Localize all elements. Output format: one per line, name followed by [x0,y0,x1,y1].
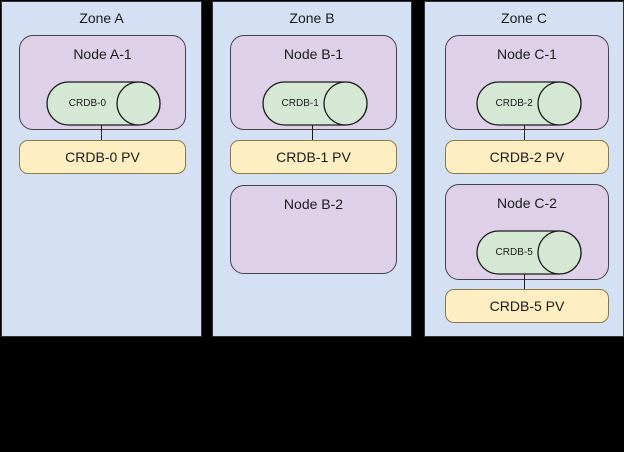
zone-b-title: Zone B [289,10,335,26]
pv-crdb-5-label: CRDB-5 PV [489,298,565,314]
node-b-1[interactable]: Node B-1 CRDB-1 [230,35,397,130]
node-b-2-title: Node B-2 [283,196,344,212]
database-label-crdb-2: CRDB-2 [495,98,533,109]
pv-crdb-5[interactable]: CRDB-5 PV [445,289,609,323]
node-b-1-title: Node B-1 [283,46,344,62]
zone-c-title: Zone C [501,10,547,26]
node-b-2[interactable]: Node B-2 [230,185,397,274]
zone-b[interactable]: Zone B Node B-1 CRDB-1 CRDB-1 PV Node B-… [212,1,412,337]
cylinder-icon [46,81,161,126]
database-label-crdb-1: CRDB-1 [281,98,319,109]
database-cylinder-crdb-5[interactable]: CRDB-5 [476,230,582,275]
pv-crdb-0-label: CRDB-0 PV [65,149,140,165]
connector-node-c-2-to-crdb-5-pv [524,274,525,290]
pv-crdb-0[interactable]: CRDB-0 PV [19,140,186,174]
pv-crdb-1-label: CRDB-1 PV [276,149,351,165]
database-cylinder-crdb-1[interactable]: CRDB-1 [262,81,368,126]
cylinder-icon [262,81,368,126]
node-c-2[interactable]: Node C-2 CRDB-5 [445,184,609,280]
database-cylinder-crdb-2[interactable]: CRDB-2 [476,81,582,126]
node-c-1-title: Node C-1 [497,46,557,62]
connector-node-b-1-to-crdb-1-pv [312,125,313,143]
node-a-1[interactable]: Node A-1 CRDB-0 [19,35,186,130]
node-c-1[interactable]: Node C-1 CRDB-2 [445,35,609,130]
cylinder-icon [476,230,582,275]
database-cylinder-crdb-0[interactable]: CRDB-0 [46,81,161,126]
zone-a-title: Zone A [79,10,124,26]
connector-node-a-1-to-crdb-0-pv [101,125,102,143]
database-label-crdb-5: CRDB-5 [495,247,533,258]
pv-crdb-2[interactable]: CRDB-2 PV [445,140,609,174]
pv-crdb-2-label: CRDB-2 PV [489,149,565,165]
connector-node-c-1-to-crdb-2-pv [524,125,525,143]
cylinder-icon [476,81,582,126]
node-a-1-title: Node A-1 [73,46,132,62]
database-label-crdb-0: CRDB-0 [68,98,107,109]
node-c-2-title: Node C-2 [497,195,557,211]
zone-c[interactable]: Zone C Node C-1 CRDB-2 CRDB-2 PV Node C-… [424,1,624,337]
zone-a[interactable]: Zone A Node A-1 CRDB-0 CRDB-0 PV [1,1,202,337]
pv-crdb-1[interactable]: CRDB-1 PV [230,140,397,174]
